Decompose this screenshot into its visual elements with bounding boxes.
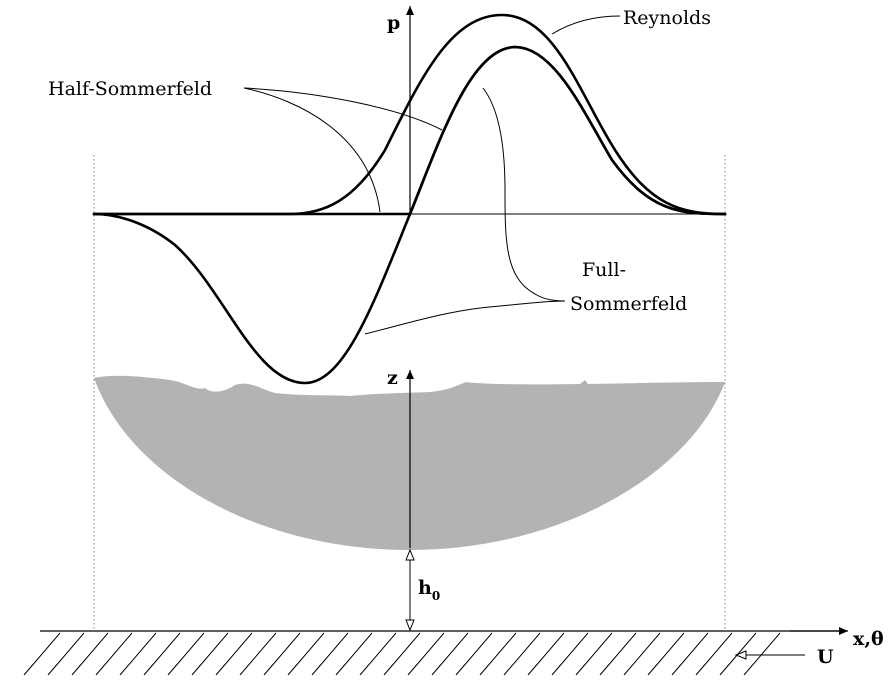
hatch-line [599,632,637,676]
half-sommerfeld-curve [92,45,727,216]
hatch-line [191,632,229,676]
velocity-label: U [817,646,834,668]
hatch-line [71,632,109,676]
z-axis-label: z [387,367,398,389]
full-sommerfeld-leader-1 [482,87,566,302]
hatch-line [623,632,661,676]
hatch-line [431,632,469,676]
hatch-line [455,632,493,676]
h0-arrow-bottom [405,619,415,632]
hatch-line [575,632,613,676]
hatch-line [383,632,421,676]
reynolds-curve [92,13,727,216]
hatch-line [359,632,397,676]
ground-hatching [23,632,781,676]
reynolds-leader [551,15,621,35]
half-sommerfeld-leader-2 [243,87,381,213]
x-axis-label: x,θ [853,628,884,650]
hatch-line [479,632,517,676]
full-sommerfeld-leader-2 [364,300,566,335]
hatch-line [743,632,781,676]
p-axis-label: p [387,12,400,34]
hatch-line [503,632,541,676]
full-sommerfeld-label-line2: Sommerfeld [570,293,687,315]
hatch-line [23,632,61,676]
hatch-line [239,632,277,676]
hatch-line [167,632,205,676]
hatch-line [47,632,85,676]
hatch-line [647,632,685,676]
hatch-line [215,632,253,676]
hatch-line [695,632,733,676]
hatch-line [527,632,565,676]
reynolds-label: Reynolds [623,7,711,29]
h0-label: h0 [418,577,440,603]
hatch-line [143,632,181,676]
half-sommerfeld-label: Half-Sommerfeld [48,78,212,100]
hatch-line [95,632,133,676]
hatch-line [263,632,301,676]
hatch-line [311,632,349,676]
hatch-line [119,632,157,676]
full-sommerfeld-label-line1: Full- [582,259,626,281]
hatch-line [407,632,445,676]
hatch-line [287,632,325,676]
hatch-line [551,632,589,676]
hatch-line [335,632,373,676]
half-sommerfeld-leader-1 [243,87,443,131]
velocity-arrow-icon [734,650,805,660]
h0-arrow-top [405,548,415,561]
hatch-line [671,632,709,676]
